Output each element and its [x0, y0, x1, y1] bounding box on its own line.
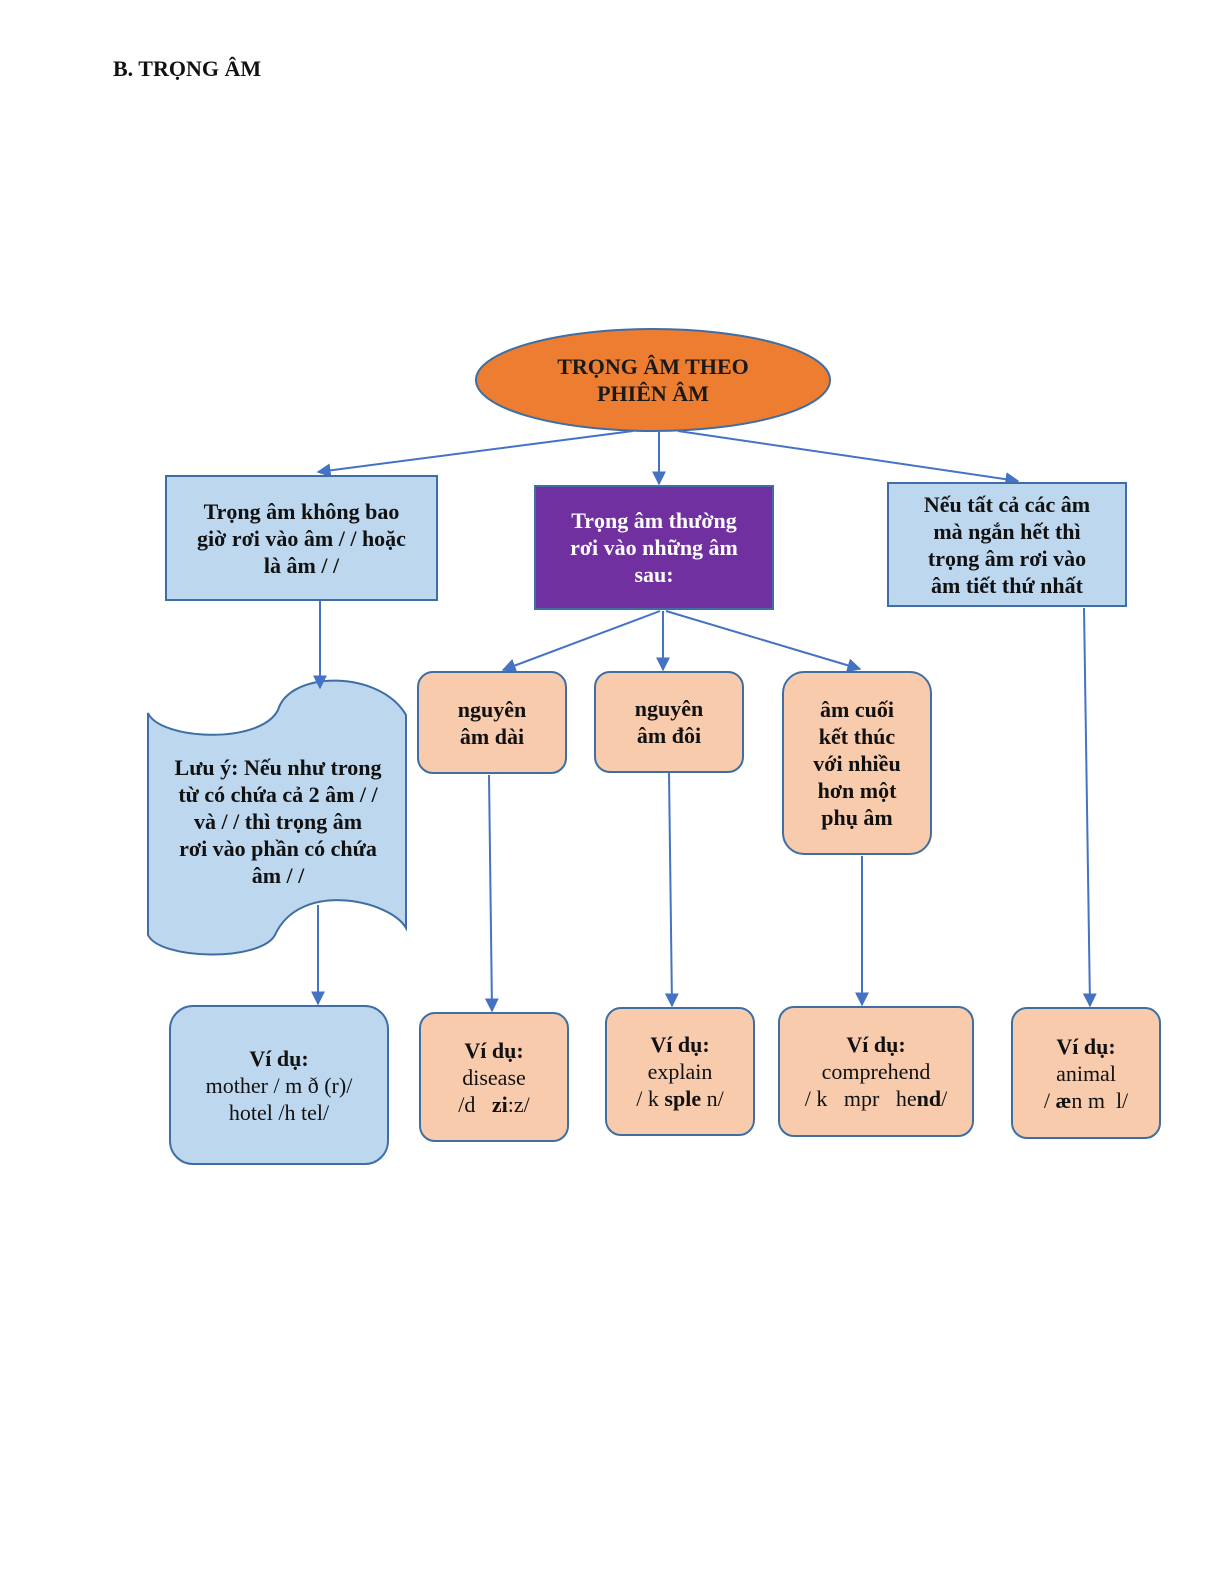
final-consonant-pron-c: / [941, 1086, 948, 1111]
long-vowel-line-1: nguyên [457, 696, 527, 722]
rule-never-line-2: giờ rơi vào âm / / hoặc [197, 525, 406, 551]
rule-usual-line-3: sau: [634, 562, 674, 587]
final-consonant-line-3: với nhiều [813, 750, 901, 776]
short-vowel-example-box: Ví dụ: animal / æn m l/ [1011, 1007, 1161, 1139]
long-vowel-example-label: Ví dụ: [464, 1037, 524, 1063]
rule-usual-line-1: Trọng âm thường [571, 508, 737, 533]
final-consonant-line-1: âm cuối [820, 696, 894, 722]
diphthong-pron-c: n/ [701, 1086, 724, 1111]
final-consonant-pron-a: / k mpr he [804, 1086, 917, 1111]
diphthong-line-1: nguyên [634, 696, 704, 721]
final-consonant-example-pron: / k mpr hend/ [805, 1085, 947, 1112]
diphthong-pron-stressed: sple [664, 1086, 702, 1111]
long-vowel-box: nguyên âm dài [417, 671, 567, 774]
diphthong-pron-a: / k [636, 1086, 665, 1111]
arrow-long-example [484, 774, 499, 1013]
short-vowel-example-word: animal [1056, 1060, 1116, 1086]
rule-short-line-4: âm tiết thứ nhất [931, 572, 1083, 598]
final-consonant-example-word: comprehend [821, 1059, 931, 1084]
rule-short-line-1: Nếu tất cả các âm [923, 491, 1091, 517]
final-consonant-line-5: phụ âm [821, 804, 893, 830]
arrow-middle-long [501, 610, 661, 673]
note-example-line-1: mother / m ð (r)/ [205, 1072, 353, 1098]
final-consonant-example-label: Ví dụ: [846, 1032, 906, 1057]
long-vowel-pron-a: /d [458, 1091, 492, 1117]
root-ellipse [475, 328, 831, 432]
short-vowel-example-pron: / æn m l/ [1044, 1087, 1128, 1114]
short-vowel-pron-a: / [1043, 1087, 1056, 1113]
root-node: TRỌNG ÂM THEO PHIÊN ÂM [500, 352, 806, 408]
long-vowel-example-pron: /d zi:z/ [458, 1091, 530, 1118]
final-consonant-line-2: kết thúc [818, 723, 896, 749]
rule-usual-line-2: rơi vào những âm [570, 535, 738, 560]
root-line-2: PHIÊN ÂM [597, 381, 709, 406]
note-example-line-2: hotel /h tel/ [228, 1099, 330, 1125]
short-vowel-example-label: Ví dụ: [1056, 1033, 1116, 1059]
arrow-middle-final [665, 610, 862, 673]
note-line-2: từ có chứa cả 2 âm / / [178, 781, 378, 807]
long-vowel-example-box: Ví dụ: disease /d zi:z/ [419, 1012, 569, 1142]
rule-never-line-3: là âm / / [263, 552, 340, 578]
final-consonant-box: âm cuối kết thúc với nhiều hơn một phụ â… [782, 671, 932, 855]
rule-never-line-1: Trọng âm không bao [203, 498, 400, 524]
note-shape [147, 679, 407, 956]
note-line-3: và / / thì trọng âm [193, 808, 363, 834]
rule-usual-box: Trọng âm thường rơi vào những âm sau: [534, 485, 774, 610]
rule-short-line-2: mà ngắn hết thì [933, 518, 1081, 544]
arrow-root-right [677, 430, 1020, 487]
rule-short-line-3: trọng âm rơi vào [927, 545, 1087, 571]
note-example-box: Ví dụ: mother / m ð (r)/ hotel /h tel/ [169, 1005, 389, 1165]
diphthong-example-label: Ví dụ: [650, 1032, 710, 1057]
final-consonant-pron-stressed: nd [916, 1086, 942, 1111]
root-line-1: TRỌNG ÂM THEO [557, 354, 749, 379]
note-node: Lưu ý: Nếu như trong từ có chứa cả 2 âm … [150, 752, 406, 890]
arrow-root-left [316, 430, 634, 478]
rule-short-box: Nếu tất cả các âm mà ngắn hết thì trọng … [887, 482, 1127, 607]
short-vowel-pron-stressed: æ [1055, 1087, 1072, 1113]
diphthong-example-pron: / k sple n/ [636, 1085, 723, 1112]
diphthong-example-box: Ví dụ: explain / k sple n/ [605, 1007, 755, 1136]
arrow-right-example [1082, 607, 1097, 1008]
note-line-5: âm / / [251, 862, 305, 888]
final-consonant-example-box: Ví dụ: comprehend / k mpr hend/ [778, 1006, 974, 1137]
note-example-label: Ví dụ: [249, 1045, 309, 1071]
short-vowel-pron-c: n m l/ [1071, 1087, 1129, 1113]
long-vowel-pron-stressed: zi [491, 1091, 508, 1117]
diphthong-example-word: explain [647, 1059, 713, 1084]
long-vowel-line-2: âm dài [459, 723, 525, 749]
diphthong-line-2: âm đôi [636, 723, 702, 748]
note-line-1: Lưu ý: Nếu như trong [174, 754, 382, 780]
arrow-diph-example [664, 772, 679, 1008]
long-vowel-pron-c: :z/ [507, 1091, 530, 1117]
long-vowel-example-word: disease [462, 1064, 526, 1090]
section-heading: B. TRỌNG ÂM [113, 56, 262, 81]
diphthong-box: nguyên âm đôi [594, 671, 744, 773]
final-consonant-line-4: hơn một [817, 777, 897, 803]
note-line-4: rơi vào phần có chứa [179, 835, 377, 861]
rule-never-box: Trọng âm không bao giờ rơi vào âm / / ho… [165, 475, 438, 601]
